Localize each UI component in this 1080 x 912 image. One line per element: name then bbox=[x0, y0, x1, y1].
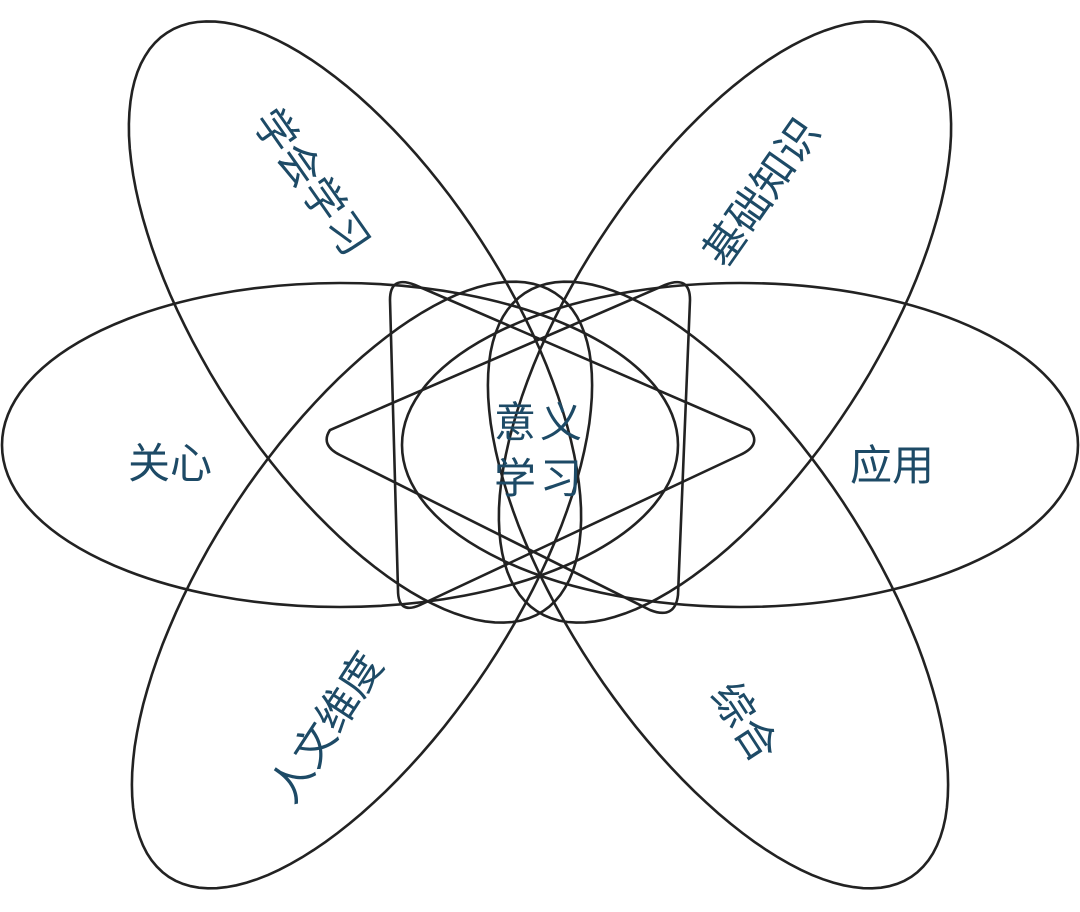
center-line-2: 学习 bbox=[493, 454, 586, 503]
label-caring: 关心 bbox=[128, 439, 213, 488]
center-line-1: 意义 bbox=[493, 398, 586, 447]
petal-application bbox=[400, 281, 1080, 609]
center-triangle-a bbox=[325, 280, 692, 615]
petal-learning-how-to-learn bbox=[127, 20, 583, 624]
label-application: 应用 bbox=[850, 441, 935, 490]
petal-integration bbox=[486, 280, 950, 890]
petal-foundational-knowledge bbox=[497, 20, 953, 624]
petal-caring bbox=[0, 281, 680, 609]
center-label: 意义 学习 bbox=[470, 395, 610, 507]
center-triangle-b bbox=[388, 280, 756, 610]
petal-human-dimension bbox=[130, 280, 594, 890]
